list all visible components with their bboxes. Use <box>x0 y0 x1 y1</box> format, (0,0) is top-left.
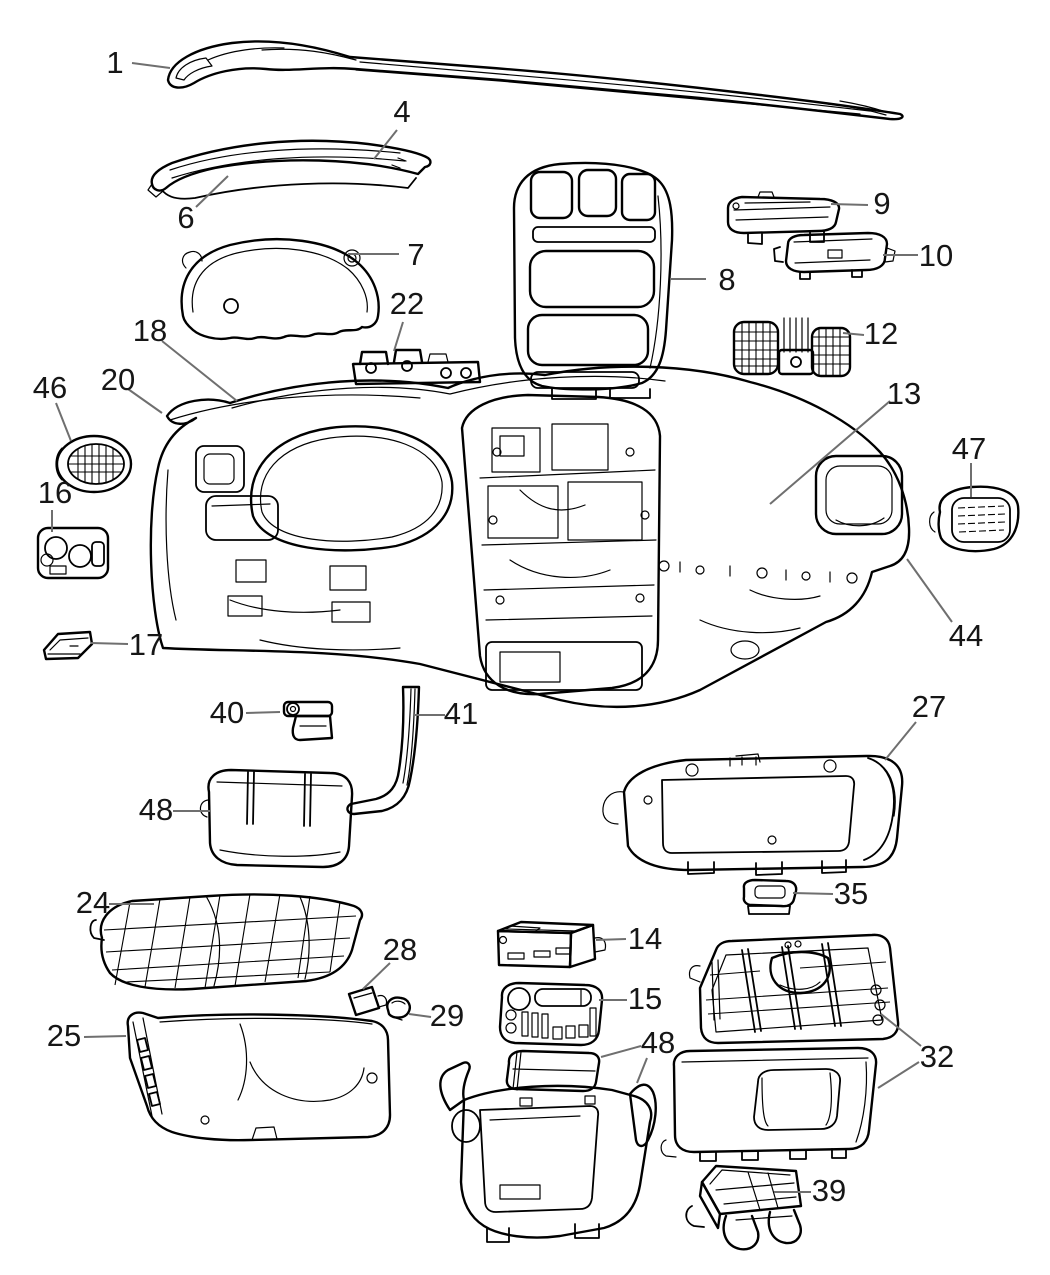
callout-25: 25 <box>47 1018 81 1053</box>
part-radio-module <box>498 981 604 1047</box>
part-headlamp-switch-bezel <box>36 526 110 580</box>
callout-labels: 1 4 6 7 22 8 9 10 12 18 20 46 16 17 13 4… <box>33 45 986 1208</box>
callout-9: 9 <box>873 186 890 221</box>
callout-16: 16 <box>38 475 72 510</box>
part-pillar-trim <box>346 685 421 816</box>
callout-24: 24 <box>76 885 110 920</box>
part-latch <box>742 878 798 915</box>
callout-46: 46 <box>33 370 67 405</box>
callout-13: 13 <box>887 376 921 411</box>
part-switch-blank <box>42 630 94 661</box>
part-switch <box>347 985 388 1017</box>
part-knee-bolster <box>126 1011 392 1142</box>
part-windshield-molding <box>166 40 904 121</box>
callout-41: 41 <box>444 696 478 731</box>
callout-12: 12 <box>864 316 898 351</box>
part-cluster-hood <box>180 238 380 341</box>
callout-6: 6 <box>177 200 194 235</box>
part-bulb <box>386 996 411 1021</box>
part-left-air-outlet <box>55 434 133 494</box>
part-right-air-outlet <box>929 485 1020 553</box>
callout-48-upper: 48 <box>139 792 173 827</box>
part-center-bezel <box>512 161 674 400</box>
callout-18: 18 <box>133 313 167 348</box>
part-storage-module <box>773 231 896 280</box>
callout-40: 40 <box>210 695 244 730</box>
part-console-bezel <box>439 1049 657 1243</box>
callout-44: 44 <box>949 618 983 653</box>
part-center-air-outlets <box>732 317 852 378</box>
callout-39: 39 <box>812 1173 846 1208</box>
part-storage-bin <box>199 768 354 869</box>
leader-lines <box>51 62 972 1193</box>
part-insulation-duct <box>89 893 364 991</box>
callout-1: 1 <box>106 45 123 80</box>
callout-28: 28 <box>383 932 417 967</box>
callout-29: 29 <box>430 998 464 1033</box>
callout-4: 4 <box>393 94 410 129</box>
part-instrument-panel-assembly <box>149 365 911 709</box>
part-storage-drawer <box>496 920 607 969</box>
callout-8: 8 <box>718 262 735 297</box>
part-glove-box <box>660 933 900 1162</box>
callout-17: 17 <box>129 627 163 662</box>
part-lower-bracket <box>685 1164 803 1251</box>
callout-47: 47 <box>952 431 986 466</box>
callout-32: 32 <box>920 1039 954 1074</box>
callout-35: 35 <box>834 876 868 911</box>
part-message-center <box>726 191 841 245</box>
part-cowl-grille-cover <box>147 139 432 200</box>
callout-20: 20 <box>101 362 135 397</box>
callout-48-lower: 48 <box>641 1025 675 1060</box>
callout-14: 14 <box>628 921 662 956</box>
callout-27: 27 <box>912 689 946 724</box>
callout-10: 10 <box>919 238 953 273</box>
part-mounting-bracket <box>351 348 482 386</box>
callout-15: 15 <box>628 981 662 1016</box>
part-hood-release-bracket <box>282 700 334 742</box>
callout-7: 7 <box>407 237 424 272</box>
part-glove-box-frame <box>602 753 904 876</box>
callout-22: 22 <box>390 286 424 321</box>
